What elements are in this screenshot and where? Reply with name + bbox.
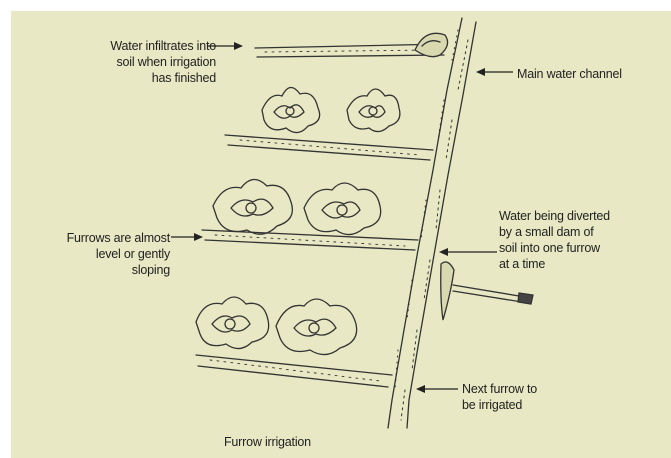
crop-plant [262,87,320,132]
arrow-furrows-level [171,233,203,241]
crop-plant [213,179,292,234]
label-water-infiltrates: Water infiltrates into soil when irrigat… [51,38,216,86]
label-water-diverted: Water being diverted by a small dam of s… [499,208,659,272]
crop-plant [347,89,400,132]
main-water-channel [388,18,476,428]
arrow-main-channel [476,68,513,76]
furrow-4 [196,355,392,387]
arrow-next-furrow [416,385,458,393]
crop-plant [276,299,357,355]
arrow-water-diverted [439,248,497,256]
label-main-channel: Main water channel [517,66,667,82]
furrow-2 [225,135,433,160]
diagram-caption: Furrow irrigation [224,434,424,450]
crop-plant [304,183,381,235]
crop-plant [196,297,269,349]
diagram-canvas: Water infiltrates into soil when irrigat… [11,11,671,458]
label-next-furrow: Next furrow to be irrigated [462,381,612,413]
label-furrows-level: Furrows are almost level or gently slopi… [13,230,170,278]
furrow-3 [202,230,418,250]
soil-dam [415,33,448,56]
